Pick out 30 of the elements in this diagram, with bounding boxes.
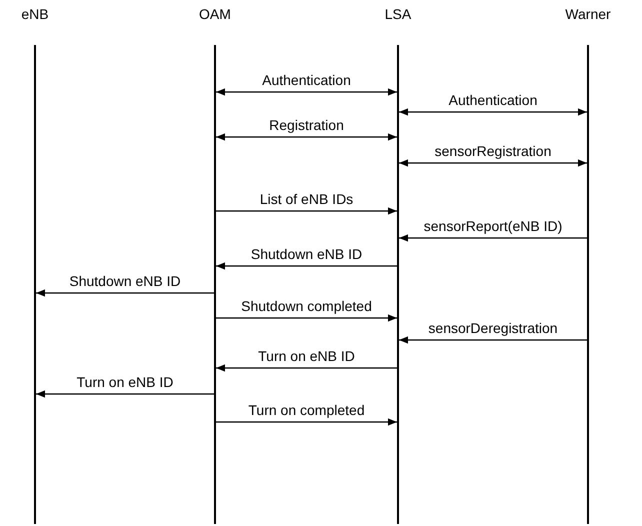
message-arrow xyxy=(216,314,397,322)
participant-name: OAM xyxy=(198,6,232,22)
message-arrow xyxy=(216,262,397,270)
message-label: Authentication xyxy=(262,72,351,88)
message-arrow xyxy=(216,418,397,426)
message-arrow xyxy=(216,88,397,96)
message-label: Turn on eNB ID xyxy=(76,374,174,390)
message-arrow xyxy=(399,108,587,116)
message-label: sensorReport(eNB ID) xyxy=(424,218,562,234)
message-label: Shutdown completed xyxy=(241,298,372,314)
participant-name: LSA xyxy=(384,6,412,22)
message-arrow xyxy=(36,390,214,398)
message-label: sensorRegistration xyxy=(434,143,552,159)
participant-name: Warner xyxy=(564,6,612,22)
message-arrow xyxy=(36,289,214,297)
message-label: Shutdown eNB ID xyxy=(250,246,362,262)
participant-name: eNB xyxy=(20,6,50,22)
message-arrow xyxy=(399,234,587,242)
message-arrow xyxy=(216,133,397,141)
message-label: sensorDeregistration xyxy=(428,320,558,336)
message-label: Shutdown eNB ID xyxy=(69,273,181,289)
message-label: Turn on completed xyxy=(248,402,365,418)
message-label: Authentication xyxy=(448,92,538,108)
message-arrow xyxy=(216,207,397,215)
message-arrow xyxy=(399,159,587,167)
message-label: Registration xyxy=(269,117,344,133)
message-arrow xyxy=(216,364,397,372)
message-label: List of eNB IDs xyxy=(260,191,354,207)
message-arrow xyxy=(399,336,587,344)
message-label: Turn on eNB ID xyxy=(258,348,355,364)
